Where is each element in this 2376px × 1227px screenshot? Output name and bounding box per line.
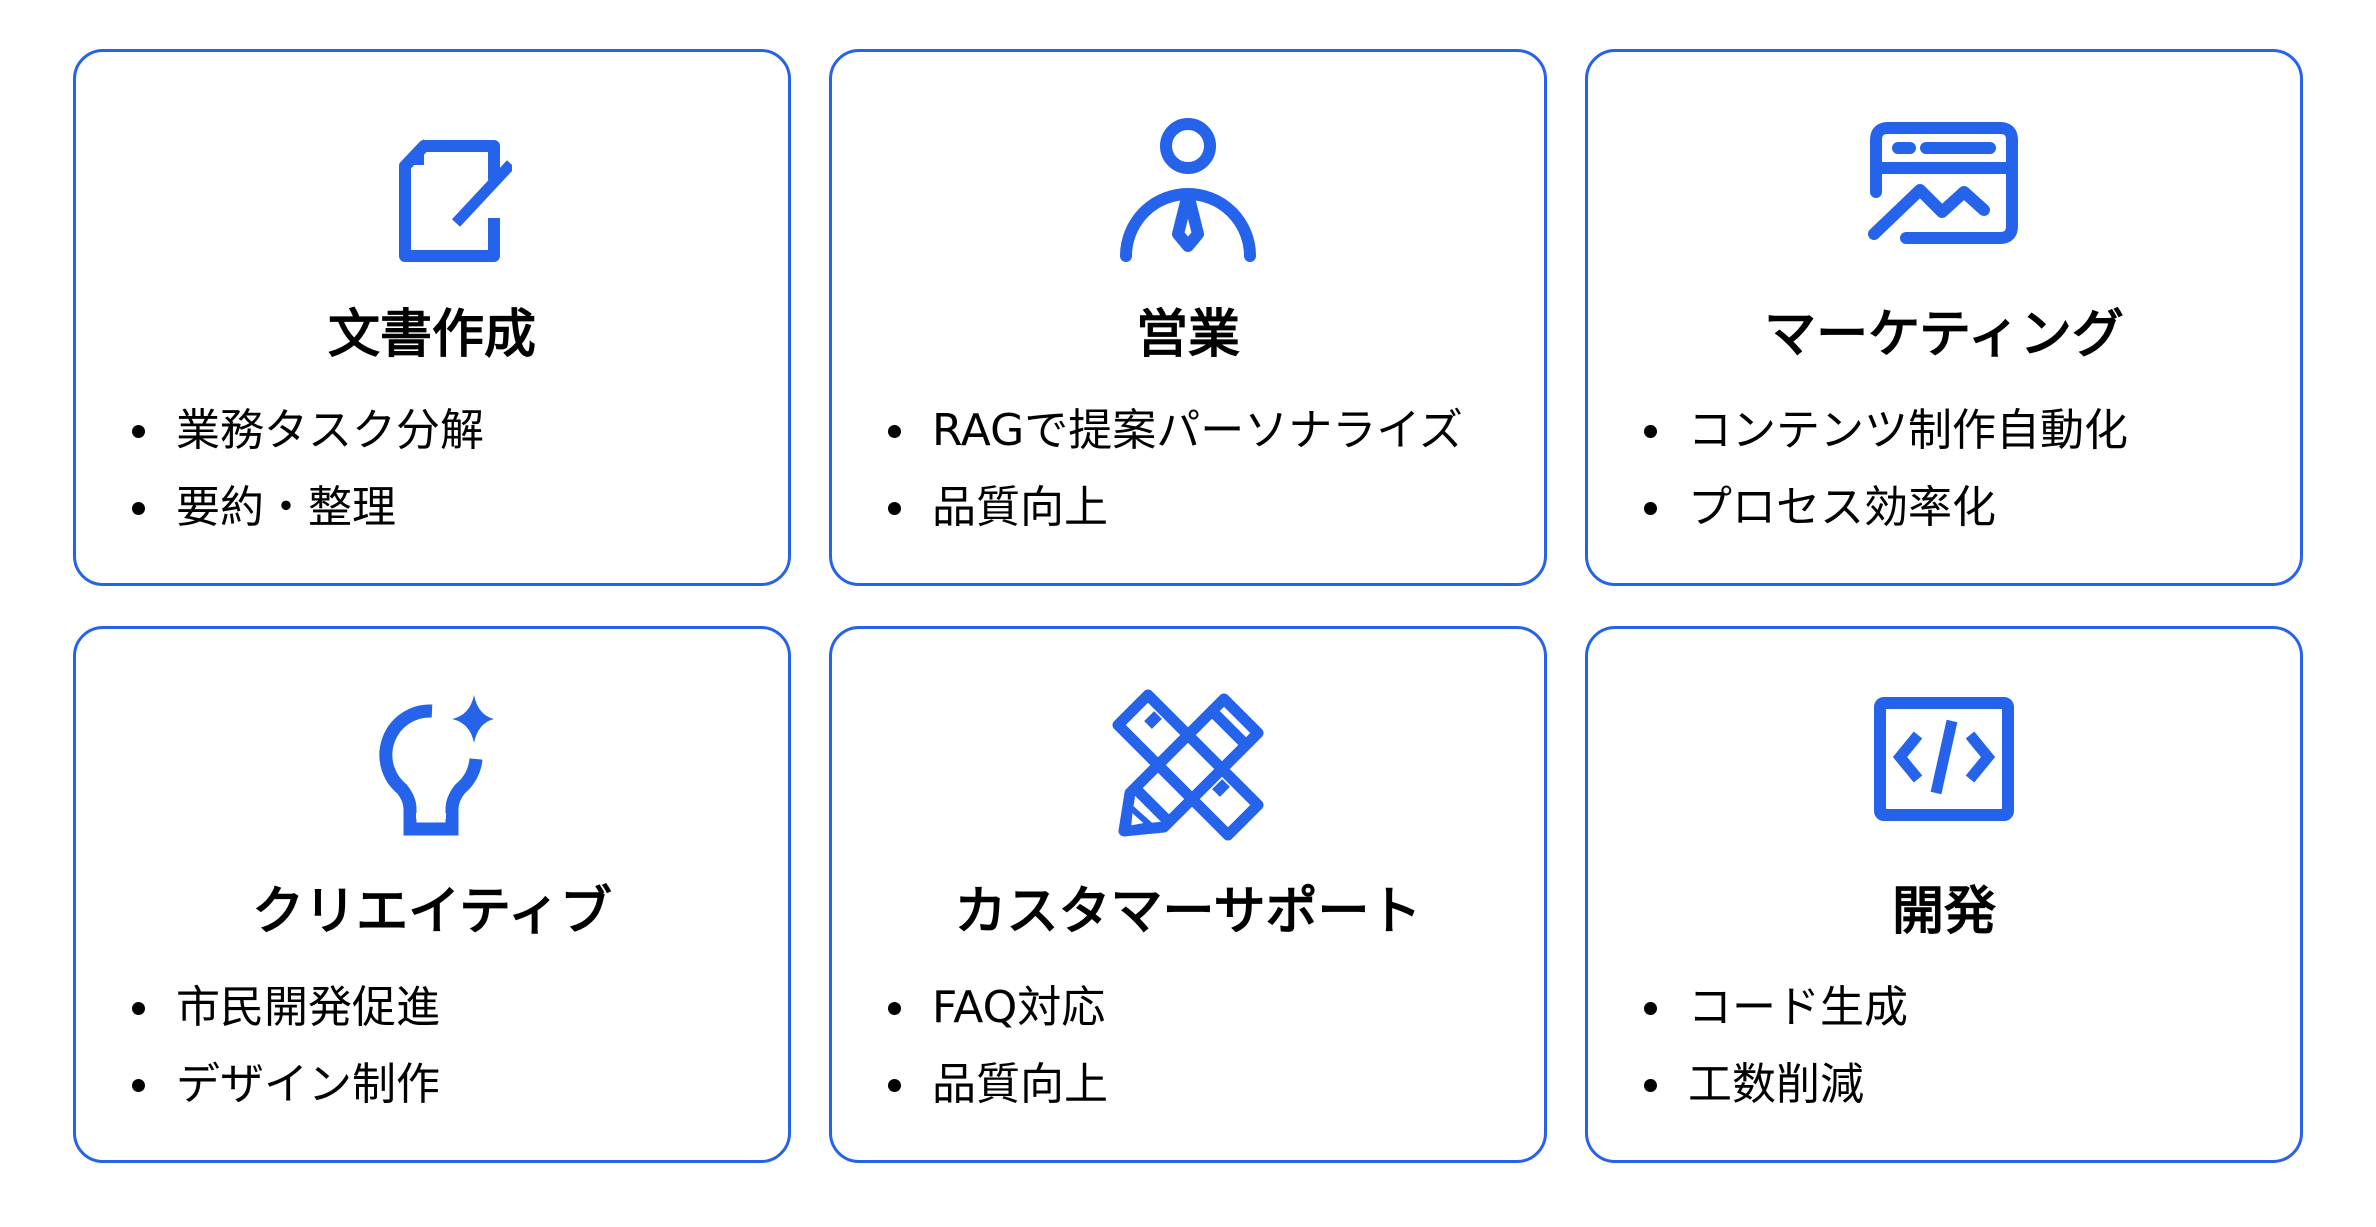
bullet-list: 業務タスク分解 要約・整理 (76, 400, 788, 554)
bullet-text: コンテンツ制作自動化 (1688, 405, 2128, 456)
card-title: 開発 (1891, 882, 1996, 942)
card-marketing: マーケティング コンテンツ制作自動化 プロセス効率化 (1585, 49, 2303, 586)
pencil-ruler-icon (1108, 681, 1268, 841)
bullet-dot (132, 1079, 145, 1092)
bullet-dot (1644, 1079, 1657, 1092)
bullet-dot (888, 502, 901, 515)
bullet-text: デザイン制作 (176, 1059, 440, 1110)
bullet-list: 市民開発促進 デザイン制作 (76, 977, 788, 1131)
bullet-text: 要約・整理 (176, 482, 396, 533)
list-item: 品質向上 (832, 477, 1544, 554)
bullet-dot (132, 502, 145, 515)
card-creative: クリエイティブ 市民開発促進 デザイン制作 (73, 626, 791, 1163)
web-chart-icon (1864, 104, 2024, 264)
bullet-text: プロセス効率化 (1688, 482, 1996, 533)
list-item: 業務タスク分解 (76, 400, 788, 477)
list-item: プロセス効率化 (1588, 477, 2300, 554)
bullet-dot (888, 1079, 901, 1092)
list-item: 工数削減 (1588, 1054, 2300, 1131)
list-item: 市民開発促進 (76, 977, 788, 1054)
list-item: コンテンツ制作自動化 (1588, 400, 2300, 477)
lightbulb-sparkle-icon (352, 681, 512, 841)
bullet-list: コンテンツ制作自動化 プロセス効率化 (1588, 400, 2300, 554)
code-window-icon (1864, 681, 2024, 841)
bullet-text: RAGで提案パーソナライズ (932, 405, 1463, 456)
card-title: クリエイティブ (252, 882, 612, 942)
bullet-dot (888, 425, 901, 438)
bullet-text: 品質向上 (932, 1059, 1108, 1110)
bullet-text: 工数削減 (1688, 1059, 1864, 1110)
bullet-list: RAGで提案パーソナライズ 品質向上 (832, 400, 1544, 554)
card-title: 文書作成 (327, 305, 536, 365)
use-case-grid: 文書作成 業務タスク分解 要約・整理 営業 (73, 49, 2303, 1163)
bullet-dot (132, 1002, 145, 1015)
card-title: 営業 (1135, 305, 1240, 365)
bullet-list: FAQ対応 品質向上 (832, 977, 1544, 1131)
bullet-dot (1644, 502, 1657, 515)
card-sales: 営業 RAGで提案パーソナライズ 品質向上 (829, 49, 1547, 586)
bullet-dot (888, 1002, 901, 1015)
bullet-text: 業務タスク分解 (176, 405, 484, 456)
list-item: RAGで提案パーソナライズ (832, 400, 1544, 477)
card-title: カスタマーサポート (954, 882, 1422, 942)
bullet-dot (132, 425, 145, 438)
card-customer-support: カスタマーサポート FAQ対応 品質向上 (829, 626, 1547, 1163)
bullet-text: FAQ対応 (932, 982, 1106, 1033)
bullet-list: コード生成 工数削減 (1588, 977, 2300, 1131)
card-document-creation: 文書作成 業務タスク分解 要約・整理 (73, 49, 791, 586)
card-development: 開発 コード生成 工数削減 (1585, 626, 2303, 1163)
bullet-dot (1644, 425, 1657, 438)
list-item: 要約・整理 (76, 477, 788, 554)
bullet-text: 市民開発促進 (176, 982, 440, 1033)
list-item: 品質向上 (832, 1054, 1544, 1131)
list-item: FAQ対応 (832, 977, 1544, 1054)
bullet-text: コード生成 (1688, 982, 1908, 1033)
list-item: コード生成 (1588, 977, 2300, 1054)
bullet-text: 品質向上 (932, 482, 1108, 533)
bullet-dot (1644, 1002, 1657, 1015)
document-edit-icon (352, 104, 512, 264)
card-title: マーケティング (1764, 305, 2124, 365)
businessperson-icon (1108, 104, 1268, 264)
list-item: デザイン制作 (76, 1054, 788, 1131)
